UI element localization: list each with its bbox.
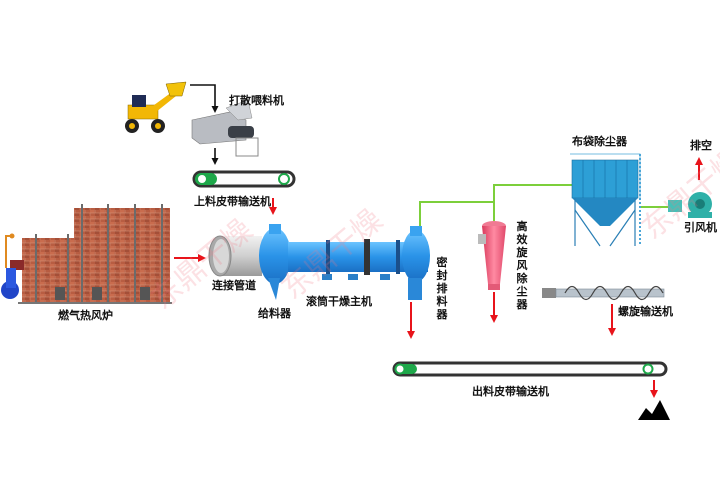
cyclone-separator: [478, 221, 506, 290]
discharge-belt-conveyor: [392, 361, 668, 377]
connecting-duct: [208, 235, 262, 277]
bag-filter-dust-collector: [570, 153, 641, 247]
induced-draft-fan: [668, 192, 712, 218]
hot-air-furnace: [1, 204, 172, 304]
label-connecting-duct: 连接管道: [212, 279, 256, 292]
disperser-feeder-machine: [191, 99, 259, 157]
label-exhaust: 排空: [690, 139, 712, 152]
label-rotary-dryer: 滚筒干燥主机: [306, 295, 372, 308]
label-hot-air-furnace: 燃气热风炉: [58, 309, 113, 322]
wheel-loader-icon: [125, 81, 187, 133]
feed-arrow-loader: [190, 84, 219, 113]
air-duct-lines: [419, 184, 668, 226]
label-disperser-feeder: 打散喂料机: [229, 94, 284, 107]
label-sealed-discharger: 密封排料器: [436, 256, 448, 321]
product-pile-icon: [638, 400, 670, 420]
label-cyclone: 高效旋风除尘器: [516, 220, 528, 311]
label-feeder: 给料器: [258, 307, 291, 320]
label-feed-belt: 上料皮带输送机: [194, 195, 271, 208]
feed-belt-conveyor: [192, 170, 296, 188]
screw-conveyor: [542, 285, 665, 301]
label-bag-filter: 布袋除尘器: [572, 135, 627, 148]
label-induced-fan: 引风机: [684, 221, 717, 234]
label-screw-conveyor: 螺旋输送机: [618, 305, 673, 318]
rotary-dryer-drum: [259, 224, 430, 300]
label-discharge-belt: 出料皮带输送机: [472, 385, 549, 398]
